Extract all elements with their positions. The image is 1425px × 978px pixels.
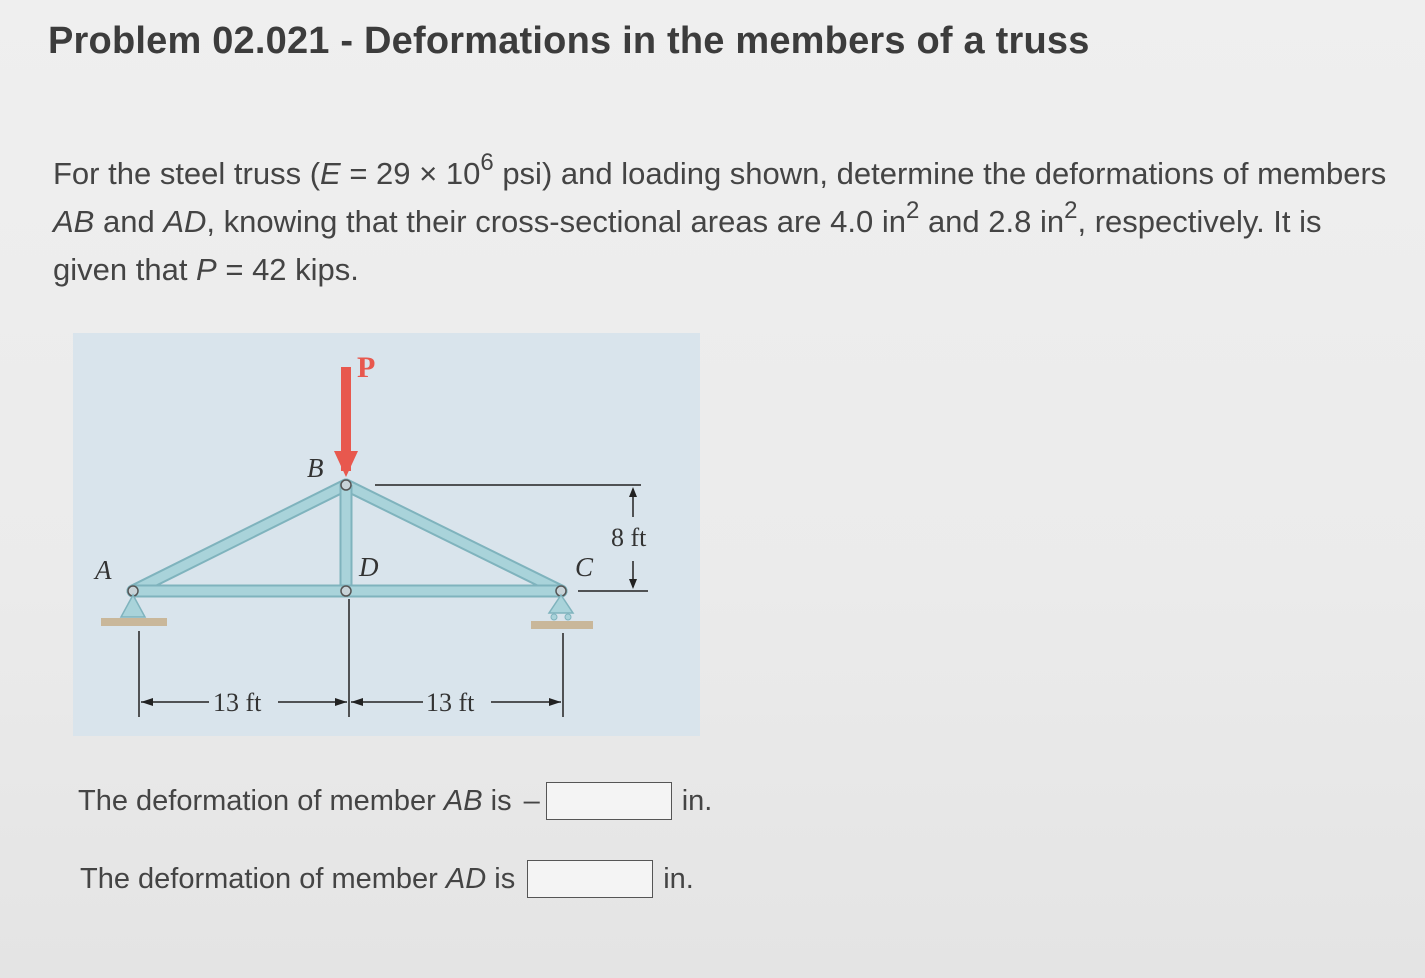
deformation-ab-input[interactable] bbox=[545, 782, 672, 820]
span-dimension-right bbox=[351, 698, 561, 706]
statement-text: , respectively. It is given that bbox=[53, 204, 1322, 287]
statement-text: psi) and loading shown, determine the de… bbox=[493, 156, 1387, 191]
span-left-label: 13 ft bbox=[213, 688, 262, 717]
member-ab-fill bbox=[128, 480, 351, 596]
deformation-ad-input[interactable] bbox=[527, 860, 654, 898]
truss-figure: P B A D C 8 ft 13 ft 13 ft bbox=[73, 333, 700, 736]
statement-text: = 29 × 10 bbox=[340, 156, 481, 191]
statement-text: , knowing that their cross-sectional are… bbox=[206, 204, 906, 239]
support-a bbox=[101, 593, 167, 626]
span-right-label: 13 ft bbox=[426, 688, 475, 717]
answer-row-ab: The deformation of member AB is – in. bbox=[78, 782, 712, 820]
statement-text: = 42 kips. bbox=[216, 252, 359, 287]
answer-label-ad: The deformation of member AD is bbox=[80, 862, 516, 895]
statement-text: and bbox=[94, 204, 164, 239]
height-dimension bbox=[629, 487, 637, 589]
pin-d bbox=[340, 585, 352, 597]
statement-text: For the steel truss ( bbox=[53, 156, 321, 191]
height-dim-label: 8 ft bbox=[611, 523, 647, 552]
node-label-b: B bbox=[307, 453, 324, 483]
member-ad: AD bbox=[163, 204, 207, 239]
exponent: 2 bbox=[1064, 197, 1078, 224]
truss-diagram: P B A D C 8 ft 13 ft 13 ft bbox=[93, 351, 648, 717]
exponent: 6 bbox=[480, 149, 494, 176]
unit-label-ad: in. bbox=[663, 862, 694, 895]
unit-label-ab: in. bbox=[681, 784, 713, 817]
statement-text: and 2.8 in bbox=[919, 204, 1065, 239]
answer-label-ab: The deformation of member AB is bbox=[78, 784, 512, 817]
node-label-a: A bbox=[93, 555, 112, 585]
truss-members bbox=[126, 478, 568, 598]
pin-b bbox=[340, 479, 352, 491]
span-dimension-left bbox=[141, 698, 347, 706]
load-arrow bbox=[334, 367, 358, 477]
answer-row-ad: The deformation of member AD is in. bbox=[80, 860, 694, 898]
node-label-d: D bbox=[358, 552, 379, 582]
symbol-p: P bbox=[196, 252, 217, 287]
load-label: P bbox=[357, 351, 375, 384]
exponent: 2 bbox=[905, 197, 920, 224]
support-c bbox=[531, 593, 593, 629]
negative-sign: – bbox=[523, 784, 540, 817]
symbol-e: E bbox=[320, 156, 341, 191]
page-title: Problem 02.021 - Deformations in the mem… bbox=[48, 20, 1090, 62]
problem-statement: For the steel truss (E = 29 × 106 psi) a… bbox=[53, 150, 1393, 294]
member-ab: AB bbox=[53, 204, 95, 239]
node-label-c: C bbox=[575, 552, 594, 582]
member-bc-fill bbox=[341, 480, 566, 596]
